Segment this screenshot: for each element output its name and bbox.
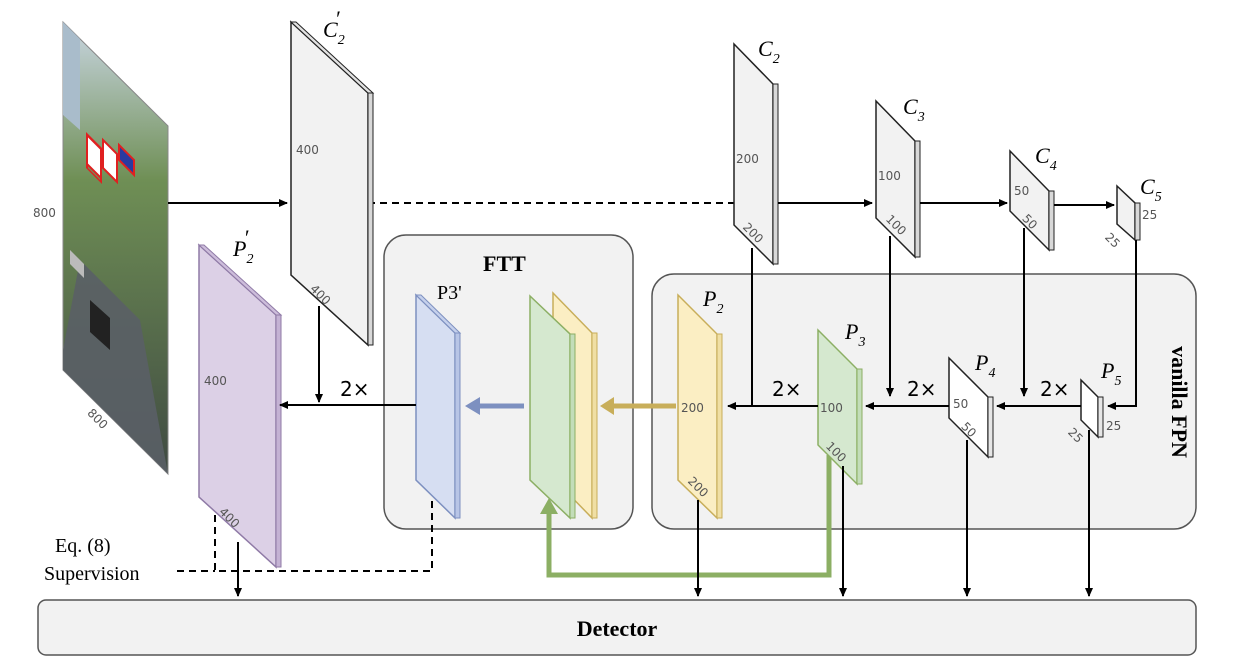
c4-dim1: 50: [1014, 184, 1029, 198]
feature-map-p2prime: [197, 243, 283, 569]
ftt-title: FTT: [483, 251, 526, 276]
ftt-green-map: [529, 294, 576, 520]
vanilla-fpn-box: [651, 273, 1197, 530]
input-height-label: 800: [33, 206, 56, 220]
feature-map-c2prime: [289, 20, 375, 347]
blue-arrow-head: [465, 397, 480, 415]
green-feedback-arrow: [546, 455, 832, 578]
feature-map-p4: [948, 356, 994, 459]
p2-dim1: 200: [681, 401, 704, 415]
upsample-label-p2: 2×: [772, 377, 801, 401]
feature-map-p3prime: [414, 293, 462, 520]
c2prime-title: C2′: [323, 6, 345, 48]
feature-map-c2: [733, 42, 779, 266]
p2prime-dim1: 400: [204, 374, 227, 388]
feature-map-c4: [1009, 149, 1055, 252]
p5-title: P5: [1100, 358, 1121, 389]
green-arrow-head: [540, 498, 558, 514]
p4-title: P4: [974, 350, 995, 381]
c2-title: C2: [758, 36, 780, 67]
c4-title: C4: [1035, 143, 1057, 174]
feature-map-c3: [875, 99, 921, 259]
c5-dim1: 25: [1142, 208, 1157, 222]
input-street-image: [62, 20, 169, 476]
c5-title: C5: [1140, 174, 1162, 205]
supervision-dashed-path: [214, 497, 433, 572]
fpn-title: vanilla FPN: [1167, 346, 1192, 458]
c2prime-dim1: 400: [296, 143, 319, 157]
p3prime-title: P3': [437, 282, 462, 304]
lateral-c5-to-p5: [1107, 240, 1137, 410]
upsample-label-p2prime: 2×: [340, 377, 369, 401]
detector-label: Detector: [577, 616, 658, 641]
detector-box: [37, 599, 1197, 656]
c3-title: C3: [903, 94, 925, 125]
feature-map-p2: [677, 293, 723, 520]
p2-title: P2: [702, 286, 723, 317]
c3-dim1: 100: [878, 169, 901, 183]
p2prime-title: P2′: [232, 225, 253, 267]
traffic-sign-boxes: [86, 132, 135, 185]
p5-dim1: 25: [1106, 419, 1121, 433]
p3-title: P3: [844, 319, 865, 350]
p4-dim1: 50: [953, 397, 968, 411]
upsample-label-p3: 2×: [907, 377, 936, 401]
yellow-arrow-head: [600, 397, 614, 415]
p3-dim1: 100: [820, 401, 843, 415]
supervision-equation: Eq. (8): [55, 535, 111, 557]
supervision-label: Supervision: [44, 563, 140, 585]
c5-dim2: 25: [1102, 230, 1123, 251]
c2-dim1: 200: [736, 152, 759, 166]
feature-map-c5: [1116, 184, 1141, 242]
upsample-label-p4: 2×: [1040, 377, 1069, 401]
